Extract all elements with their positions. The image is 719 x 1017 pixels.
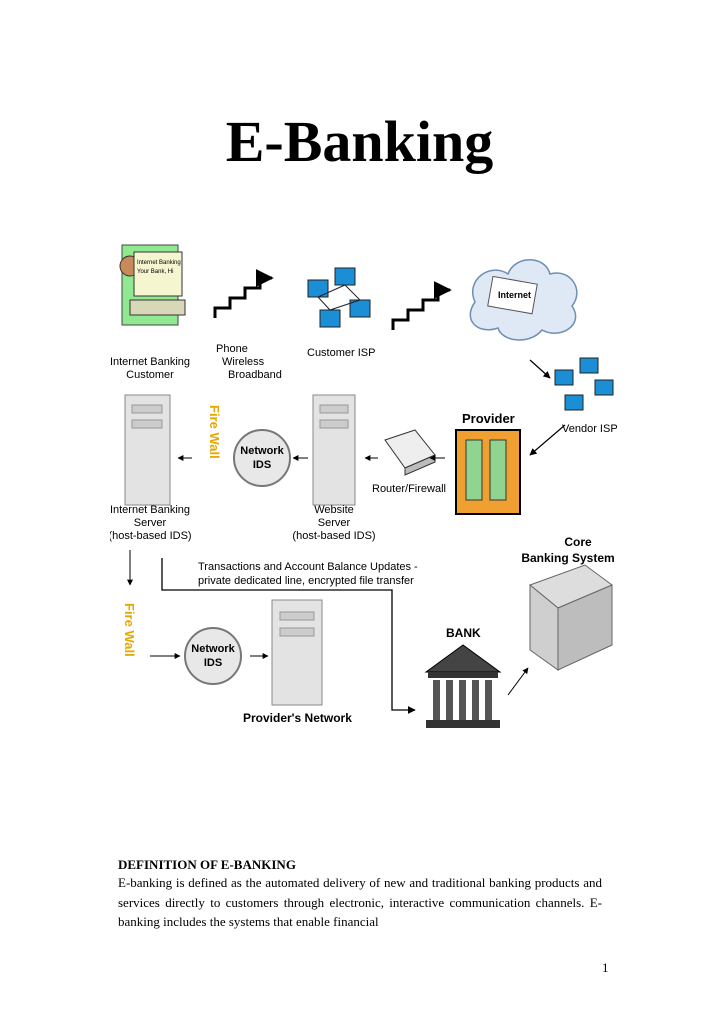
label-vendor-isp: Vendor ISP	[562, 423, 618, 435]
label-ib-server: Server	[134, 517, 167, 529]
website-server-icon	[312, 394, 356, 506]
internet-cloud-icon	[469, 259, 578, 341]
label-host-based-ids: (host-based IDS)	[292, 530, 375, 542]
label-core: Core	[564, 535, 592, 549]
label-broadband: Broadband	[228, 369, 282, 381]
label-website: Website	[314, 504, 354, 516]
connection-stairs-icon	[213, 269, 274, 318]
label-ib-host-based-ids: (host-based IDS)	[110, 530, 192, 542]
section-heading: DEFINITION OF E-BANKING	[118, 857, 296, 872]
label-internet-banking: Internet Banking	[110, 504, 190, 516]
label-network: Network	[240, 445, 284, 457]
arrow-to-provider	[529, 424, 566, 456]
network-ids-icon	[184, 627, 242, 685]
internet-banking-server-icon	[124, 394, 171, 506]
connection-stairs-icon	[391, 281, 452, 330]
label-network-bottom: Network	[191, 643, 235, 655]
e-banking-network-diagram: Internet Banking Your Bank, Hi Internet …	[110, 244, 618, 728]
page-number: 1	[602, 960, 609, 975]
label-internet: Internet	[498, 290, 531, 300]
bank-building-icon	[424, 644, 502, 728]
network-ids-icon	[233, 429, 291, 487]
screen-line-2: Your Bank, Hi	[137, 269, 173, 275]
router-icon	[384, 429, 436, 476]
label-ids: IDS	[253, 459, 271, 471]
body-paragraph: E-banking is defined as the automated de…	[118, 875, 602, 929]
label-wireless: Wireless	[222, 356, 265, 368]
label-router-firewall: Router/Firewall	[372, 483, 446, 495]
page-title: E-Banking	[225, 109, 494, 174]
label-banking-system: Banking System	[521, 551, 614, 565]
label-customer-isp: Customer ISP	[307, 347, 375, 359]
providers-network-server-icon	[271, 599, 323, 706]
firewall-label-bottom: Fire Wall	[122, 603, 137, 657]
label-server: Server	[318, 517, 351, 529]
arrow-to-core-banking	[507, 667, 529, 696]
firewall-label-top: Fire Wall	[207, 405, 222, 459]
screen-line-1: Internet Banking	[137, 260, 181, 266]
label-bank: BANK	[446, 626, 481, 640]
arrow-to-vendor	[529, 359, 551, 379]
customer-isp-computers-icon	[307, 267, 371, 328]
transactions-note-line-1: Transactions and Account Balance Updates…	[198, 561, 418, 573]
transactions-note-line-2: private dedicated line, encrypted file t…	[198, 575, 414, 587]
label-internet-banking-customer-1: Internet Banking	[110, 356, 190, 368]
customer-workstation-icon	[119, 244, 186, 326]
label-ids-bottom: IDS	[204, 657, 222, 669]
label-provider: Provider	[462, 411, 515, 426]
dedicated-line-arrow	[161, 558, 416, 714]
core-banking-system-icon	[529, 564, 613, 671]
vendor-isp-computers-icon	[554, 357, 614, 411]
label-internet-banking-customer-2: Customer	[126, 369, 174, 381]
label-providers-network: Provider's Network	[243, 711, 352, 725]
label-phone: Phone	[216, 343, 248, 355]
provider-icon	[455, 429, 521, 515]
